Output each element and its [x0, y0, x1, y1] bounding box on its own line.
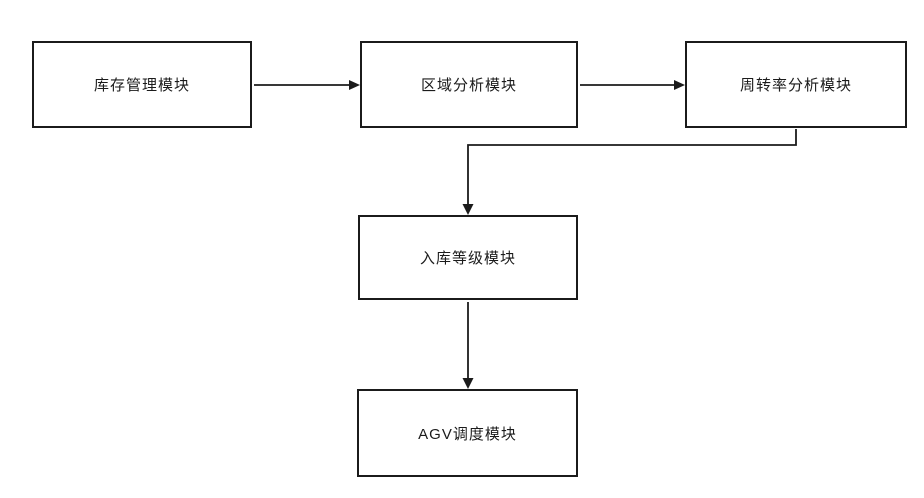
node-label: 库存管理模块	[93, 77, 190, 94]
arrowhead-down-icon	[462, 204, 474, 215]
arrowhead-right-icon	[674, 80, 685, 90]
node-label: AGV调度模块	[418, 425, 517, 443]
edge-turnover-to-storage-level	[462, 129, 797, 215]
node-area-analysis-module: 区域分析模块	[360, 41, 578, 128]
node-label: 区域分析模块	[420, 77, 517, 94]
edge-storage-level-to-agv	[462, 302, 474, 389]
node-label: 入库等级模块	[419, 250, 516, 267]
node-agv-scheduling-module: AGV调度模块	[357, 389, 578, 477]
edge-inventory-to-area	[254, 80, 360, 90]
arrowhead-right-icon	[349, 80, 360, 90]
edge-area-to-turnover	[580, 80, 685, 90]
node-storage-level-module: 入库等级模块	[358, 215, 578, 300]
node-label: 周转率分析模块	[739, 77, 852, 94]
node-turnover-rate-analysis-module: 周转率分析模块	[685, 41, 907, 128]
arrowhead-down-icon	[462, 378, 474, 389]
node-inventory-management-module: 库存管理模块	[32, 41, 252, 128]
